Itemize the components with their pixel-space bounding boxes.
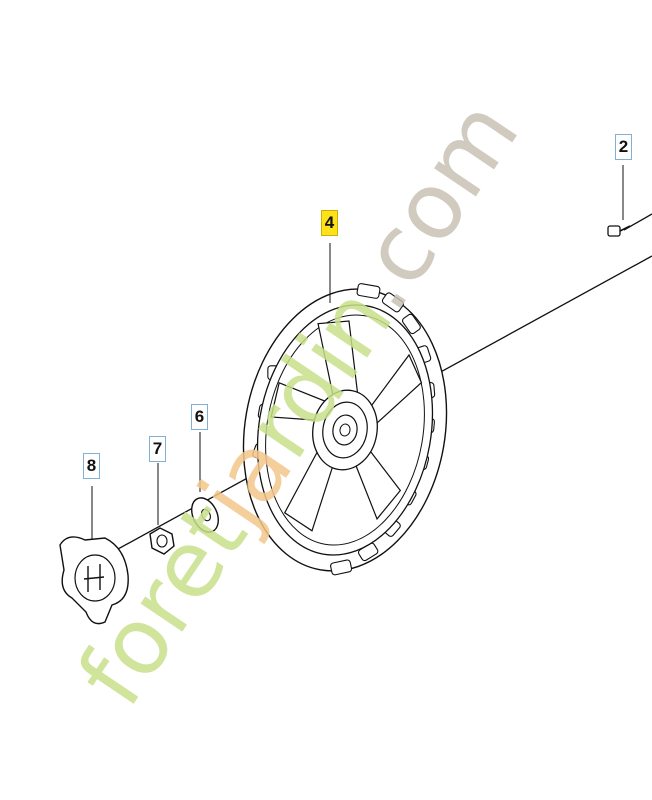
callout-8: 8	[83, 453, 100, 479]
watermark: foretjardin.com	[58, 81, 540, 724]
wheel-part	[242, 283, 448, 576]
hubcap-part	[59, 536, 129, 625]
callout-2: 2	[615, 134, 632, 160]
bolt-part	[607, 213, 652, 237]
callout-6: 6	[191, 404, 208, 430]
nut-part	[149, 527, 175, 555]
callout-7: 7	[149, 436, 166, 462]
svg-text:foretjardin.com: foretjardin.com	[58, 81, 540, 724]
callout-4: 4	[321, 210, 338, 236]
washer-part	[191, 497, 219, 533]
watermark-com: .com	[325, 81, 540, 328]
